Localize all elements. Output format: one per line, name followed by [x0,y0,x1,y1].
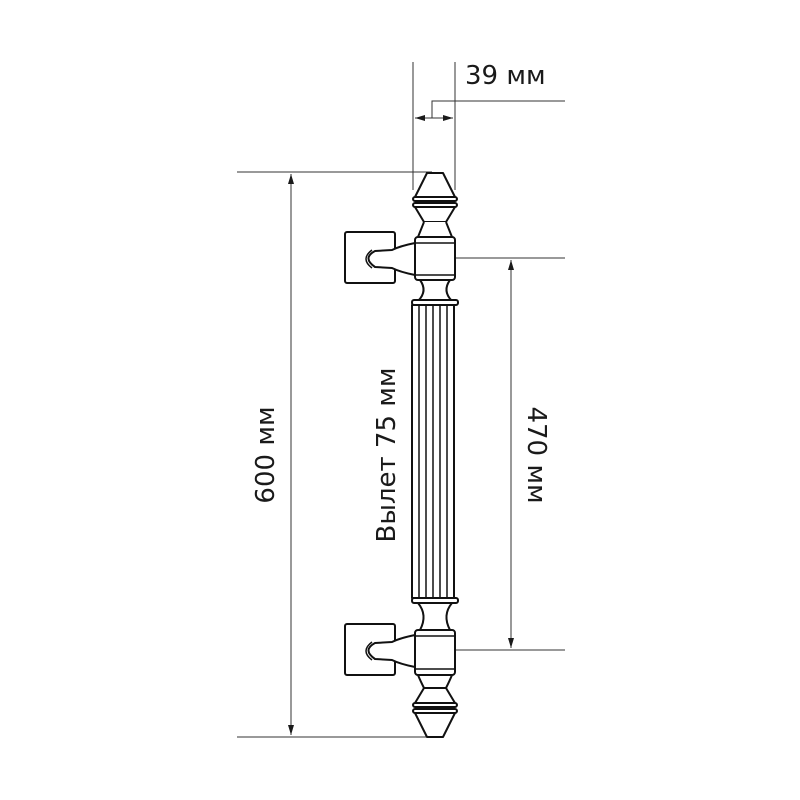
label-39: 39 мм [465,61,546,91]
bottom-finial [412,674,458,738]
label-470: 470 мм [521,406,551,503]
top-finial [412,172,458,238]
dimension-470 [436,257,565,651]
label-600: 600 мм [251,406,281,503]
label-projection: Вылет 75 мм [372,368,402,543]
bottom-mount [344,623,456,676]
handle [344,172,459,738]
dimension-600 [237,171,432,738]
fluted-shaft [411,304,455,599]
dimension-39 [412,62,565,190]
top-mount [344,231,456,284]
